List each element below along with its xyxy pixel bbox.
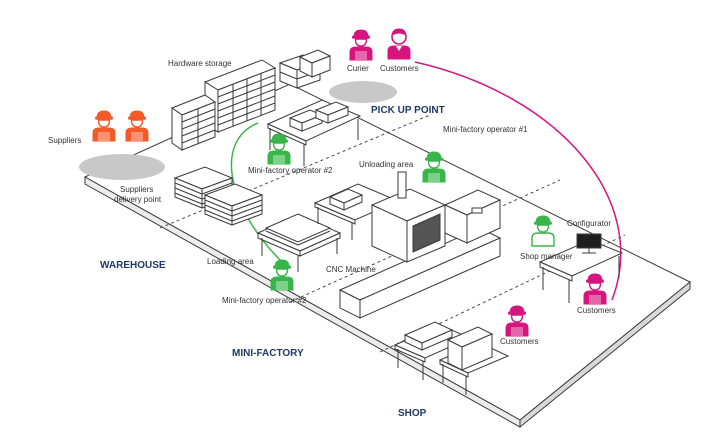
shop-manager-desk: [538, 239, 624, 303]
monitor-icon: [576, 233, 602, 254]
pickup-box-stack: [278, 49, 332, 89]
loading-table: [256, 213, 342, 272]
label-operator1: Mini-factory operator #1: [443, 125, 528, 134]
label-customers-shop: Customers: [500, 337, 539, 346]
label-unloading-area: Unloading area: [359, 160, 414, 169]
panel-stacks: [173, 166, 264, 226]
pickup-area: [329, 81, 397, 103]
unloading-table: [313, 183, 400, 240]
label-suppliers-delivery-line1: Suppliers: [120, 185, 153, 194]
zone-title-minifactory: MINI-FACTORY: [232, 348, 304, 359]
customer-path: [414, 61, 622, 301]
zone-title-pickup: PICK UP POINT: [371, 105, 445, 116]
label-loading-area: Loading area: [207, 257, 254, 266]
label-cnc-machine: CNC Machine: [326, 265, 376, 274]
pickup-table: [266, 99, 362, 166]
label-operator2-bottom: Mini-factory operator #2: [222, 296, 307, 305]
customer-icon: [387, 28, 411, 60]
label-customers-right: Customers: [577, 306, 616, 315]
label-configurator: Configurator: [567, 219, 611, 228]
supplier-icon: [125, 110, 149, 142]
label-customers-top: Customers: [380, 64, 419, 73]
label-hardware-storage: Hardware storage: [168, 59, 232, 68]
shop-display-tables: [393, 321, 510, 395]
label-curier: Curier: [347, 64, 369, 73]
hardware-storage-racks: [170, 59, 277, 151]
label-shop-manager: Shop manager: [520, 252, 573, 261]
label-suppliers: Suppliers: [48, 136, 81, 145]
cnc-machine: [338, 171, 502, 319]
zone-title-shop: SHOP: [398, 408, 427, 419]
suppliers-delivery-area: [79, 154, 165, 180]
supplier-icon: [92, 110, 116, 142]
curier-icon: [349, 29, 373, 61]
label-operator2-top: Mini-factory operator #2: [248, 166, 333, 175]
zone-title-warehouse: WAREHOUSE: [100, 260, 166, 271]
label-suppliers-delivery-line2: delivery point: [114, 195, 162, 204]
